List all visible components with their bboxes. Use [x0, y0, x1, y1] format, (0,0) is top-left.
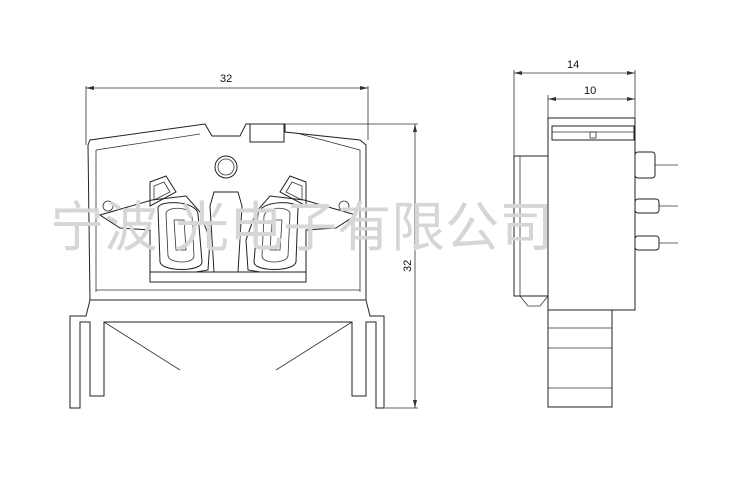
front-view: 32 32 [69, 73, 418, 409]
front-height-dimension: 32 [285, 123, 418, 409]
side-pins [634, 151, 678, 251]
center-hole [214, 155, 238, 179]
watermark-text: 宁波 光电子有限公司 [50, 196, 553, 259]
right-clamp [245, 175, 358, 273]
din-rail-foot [69, 299, 385, 409]
front-height-label: 32 [402, 260, 414, 272]
side-view: 14 10 [513, 59, 678, 408]
front-width-dimension: 32 [85, 73, 369, 145]
side-top-cap [551, 125, 635, 141]
left-clamp [98, 175, 211, 273]
bottom-plate [149, 271, 307, 283]
front-width-label: 32 [220, 73, 232, 85]
side-body-width-label: 10 [584, 85, 596, 97]
top-marker-slot [249, 123, 285, 143]
side-body [547, 117, 636, 311]
side-left-protrusion [513, 155, 549, 297]
side-overall-width-dimension: 14 [513, 59, 636, 156]
side-body-width-dimension: 10 [547, 85, 635, 118]
side-overall-width-label: 14 [567, 59, 579, 71]
side-foot [547, 309, 613, 408]
